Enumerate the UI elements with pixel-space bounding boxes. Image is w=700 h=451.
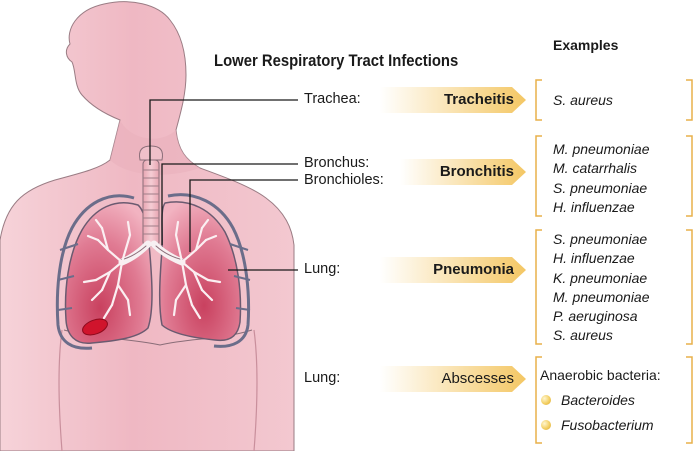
examples-heading: Examples [553,37,619,53]
bracket-abscesses [535,356,693,444]
example-item: S. pneumoniae [553,179,648,196]
example-item: M. pneumoniae [553,141,650,157]
example-item: H. influenzae [553,198,635,215]
site-label-bronchus: Bronchus: [304,155,370,171]
leader-lines [149,99,298,271]
infection-bronchitis: Bronchitis [439,163,514,180]
arrow-abscesses [380,366,526,392]
infection-tracheitis: Tracheitis [443,91,514,108]
arrow-tracheitis [380,87,526,113]
infection-pneumonia: Pneumonia [433,261,514,278]
bracket-tracheitis [535,79,693,121]
example-item: K. pneumoniae [553,269,648,286]
example-item: M. catarrhalis [553,160,638,177]
examples-pneumonia: S. pneumoniae H. influenzae K. pneumonia… [553,230,650,346]
bronchioles-left [82,218,132,320]
example-item: H. influenzae [553,250,635,267]
arrow-pneumonia [380,257,526,283]
site-label-lung-abscess: Lung: [304,370,341,386]
site-label-lung-pneumonia: Lung: [304,261,341,277]
anaerobic-heading: Anaerobic bacteria: [540,367,661,383]
diagram-title: Lower Respiratory Tract Infections [214,52,459,70]
infection-abscesses: Abscesses [441,370,514,387]
site-label-trachea: Trachea: [304,91,361,107]
right-lung [158,193,251,348]
bracket-bronchitis [535,135,693,217]
example-item: P. aeruginosa [553,308,638,325]
example-item: Fusobacterium [561,417,654,433]
example-item: S. pneumoniae [553,231,648,247]
arrow-bronchitis [400,159,526,185]
abscess-spot [82,318,108,336]
bracket-pneumonia [535,229,693,345]
site-label-bronchioles: Bronchioles: [304,172,384,188]
trachea [139,145,163,247]
bullet-icon [541,420,551,430]
example-item: M. pneumoniae [553,288,650,305]
example-item: S. aureus [553,92,613,108]
example-item: S. aureus [553,327,613,344]
examples-tracheitis: S. aureus [553,91,613,110]
example-item: Bacteroides [561,392,635,408]
bullet-icon [541,395,551,405]
examples-bronchitis: M. pneumoniae M. catarrhalis S. pneumoni… [553,140,650,217]
bronchioles-right [172,218,222,320]
